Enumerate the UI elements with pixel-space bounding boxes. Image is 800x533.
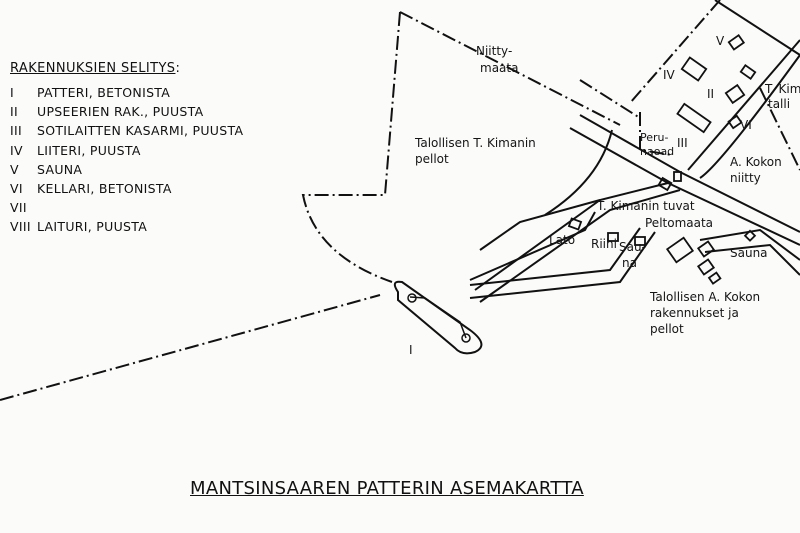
- label-building-ii: II: [707, 87, 715, 101]
- label-building-v: V: [716, 34, 725, 48]
- talli-boundary: [759, 87, 800, 171]
- label-kimanin-fields: Talollisen T. Kimanin: [415, 136, 536, 150]
- niitty-boundary: [399, 11, 621, 126]
- label-building-iv: IV: [663, 68, 675, 82]
- field-edge: [544, 129, 613, 216]
- legend-item: I PATTERI, BETONISTA: [10, 85, 170, 100]
- label-building-i: I: [409, 343, 413, 357]
- legend-item: VIII LAITURI, PUUSTA: [10, 219, 147, 234]
- label-building-iii: III: [677, 136, 688, 150]
- label-building-vi: VI: [740, 118, 752, 132]
- legend-numeral: VIII: [10, 219, 31, 234]
- label-kokon-buildings: Talollisen A. Kokon: [650, 290, 761, 304]
- legend-item: IV LIITERI, PUUSTA: [10, 143, 141, 158]
- legend-text: LIITERI, PUUSTA: [37, 143, 141, 158]
- legend-title-text: RAKENNUKSIEN SELITYS: [10, 61, 176, 76]
- shore-boundary: [0, 294, 381, 401]
- legend-numeral: V: [10, 162, 19, 177]
- legend-item: III SOTILAITTEN KASARMI, PUUSTA: [10, 123, 243, 138]
- label-perunamaa: Peru-: [640, 131, 669, 144]
- area-boundary-left: [579, 79, 641, 119]
- label-tuvat: T. Kimanin tuvat: [597, 199, 695, 213]
- legend-item: VII: [10, 200, 37, 215]
- legend-item: V SAUNA: [10, 162, 82, 177]
- legend-text: LAITURI, PUUSTA: [37, 219, 148, 234]
- label-sauna: Sau-: [619, 240, 646, 254]
- label-lato: Lato: [549, 233, 576, 247]
- legend-item: VI KELLARI, BETONISTA: [10, 181, 172, 196]
- legend-title-suffix: :: [175, 61, 181, 76]
- label-peltomaata: Peltomaata: [645, 216, 714, 230]
- field-boundary: [301, 11, 401, 283]
- label-niitty: maata: [480, 61, 519, 75]
- legend-numeral: VII: [10, 200, 27, 215]
- label-kokon-buildings: rakennukset ja: [650, 306, 739, 320]
- legend-title: RAKENNUKSIEN SELITYS:: [10, 61, 180, 76]
- label-riihi: Riihi: [591, 237, 617, 251]
- label-kimanin-fields: pellot: [415, 152, 449, 166]
- boundary-lines: [0, 0, 800, 401]
- legend-text: PATTERI, BETONISTA: [37, 85, 171, 100]
- label-kokon-niitty: niitty: [730, 171, 761, 185]
- label-kokon-buildings: pellot: [650, 322, 684, 336]
- legend-text: SOTILAITTEN KASARMI, PUUSTA: [37, 123, 244, 138]
- map-title: MANTSINSAAREN PATTERIN ASEMAKARTTA: [190, 478, 584, 499]
- legend-text: SAUNA: [37, 162, 83, 177]
- legend-item: II UPSEERIEN RAK., PUUSTA: [10, 104, 203, 119]
- legend-text: KELLARI, BETONISTA: [37, 181, 172, 196]
- legend-text: UPSEERIEN RAK., PUUSTA: [37, 104, 204, 119]
- legend-numeral: II: [10, 104, 18, 119]
- label-sauna-kokon: Sauna: [730, 246, 768, 260]
- legend-numeral: I: [10, 85, 14, 100]
- label-kokon-niitty: A. Kokon: [730, 155, 782, 169]
- label-sauna: na: [622, 256, 637, 270]
- legend-numeral: VI: [10, 181, 23, 196]
- label-niitty: Niitty-: [476, 44, 513, 58]
- label-talli: T. Kim: [765, 82, 800, 96]
- label-talli: talli: [768, 97, 791, 111]
- area-line-right: [714, 0, 800, 56]
- legend-numeral: IV: [10, 143, 23, 158]
- buildings: [567, 34, 757, 285]
- label-perunamaa: naoad: [640, 145, 675, 158]
- battery-outline: [393, 280, 483, 355]
- legend-numeral: III: [10, 123, 22, 138]
